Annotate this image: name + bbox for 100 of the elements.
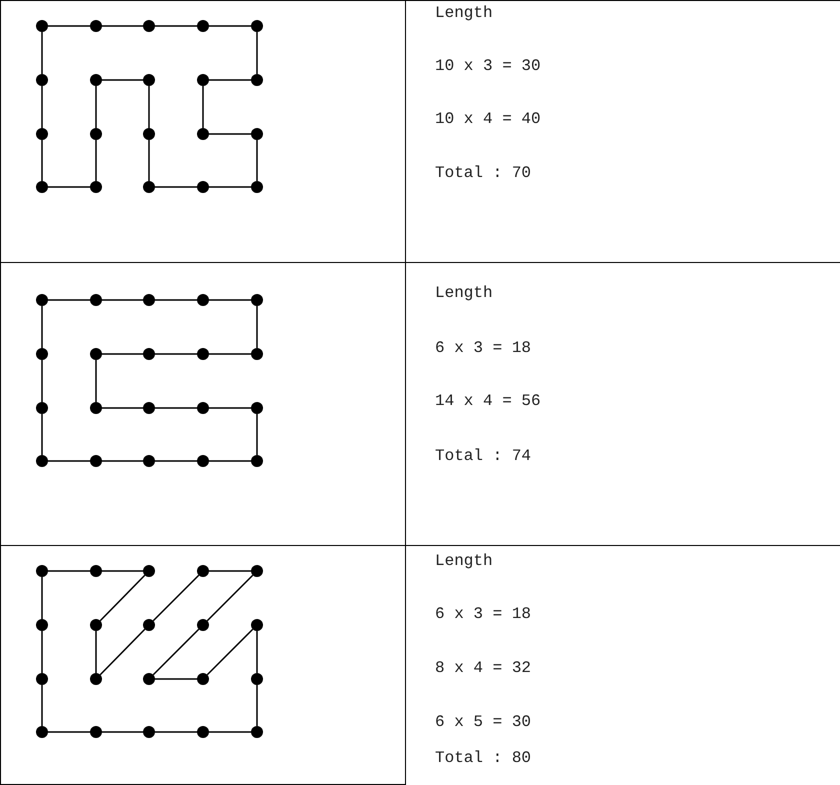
dot [251, 726, 263, 738]
dot [251, 128, 263, 140]
line-segment [95, 86, 97, 128]
line-segment [155, 25, 197, 27]
line-segment [256, 631, 258, 673]
line-segment [155, 353, 197, 355]
line-segment [209, 570, 251, 572]
line-segment [256, 32, 258, 74]
line-segment [102, 460, 143, 462]
line-segment [41, 32, 43, 74]
line-segment [202, 86, 204, 128]
line-segment [41, 685, 43, 726]
dot [143, 565, 155, 577]
line-segment [48, 460, 90, 462]
table-text: 6 x 3 = 18 [435, 339, 532, 357]
line-segment [206, 574, 254, 622]
dot [36, 128, 48, 140]
dot [36, 74, 48, 86]
dot [143, 402, 155, 414]
dot [36, 402, 48, 414]
dot [90, 348, 102, 360]
line-segment [155, 731, 197, 733]
dot [197, 673, 209, 685]
line-segment [209, 407, 251, 409]
dot [197, 20, 209, 32]
dot [143, 726, 155, 738]
line-segment [48, 570, 90, 572]
dot [197, 726, 209, 738]
table-text: 8 x 4 = 32 [435, 659, 532, 677]
line-segment [102, 25, 143, 27]
line-segment [155, 299, 197, 301]
line-segment [41, 86, 43, 128]
line-segment [209, 731, 251, 733]
dot [251, 673, 263, 685]
line-segment [155, 186, 197, 188]
table-text: 14 x 4 = 56 [435, 392, 541, 410]
dot [197, 455, 209, 467]
line-segment [41, 360, 43, 402]
line-segment [209, 460, 251, 462]
dot [36, 455, 48, 467]
dot [90, 20, 102, 32]
dot [143, 294, 155, 306]
line-segment [209, 25, 251, 27]
line-segment [206, 628, 254, 676]
line-segment [152, 574, 200, 622]
line-segment [95, 360, 97, 402]
table-text: Total : 80 [435, 749, 532, 767]
line-segment [148, 140, 150, 181]
dot [197, 294, 209, 306]
dot [197, 565, 209, 577]
dot [90, 726, 102, 738]
line-segment [209, 79, 251, 81]
dot [143, 673, 155, 685]
table-text: 6 x 3 = 18 [435, 605, 532, 623]
line-segment [41, 577, 43, 619]
line-segment [155, 460, 197, 462]
line-segment [148, 86, 150, 128]
dot [90, 74, 102, 86]
table-text: 6 x 5 = 30 [435, 713, 532, 731]
line-segment [155, 407, 197, 409]
dot [36, 348, 48, 360]
line-segment [102, 79, 143, 81]
line-segment [209, 133, 251, 135]
dot [90, 673, 102, 685]
line-segment [48, 731, 90, 733]
dot [251, 20, 263, 32]
dot [251, 455, 263, 467]
table-text: Length [435, 4, 493, 22]
line-segment [48, 25, 90, 27]
dot [251, 181, 263, 193]
table-text: Total : 70 [435, 164, 532, 182]
dot [143, 128, 155, 140]
line-segment [100, 628, 146, 676]
table-text: Length [435, 552, 493, 570]
dot [143, 181, 155, 193]
line-segment [41, 140, 43, 181]
dot [197, 181, 209, 193]
line-segment [155, 678, 197, 680]
line-segment [152, 628, 200, 676]
line-segment [256, 414, 258, 455]
dot [90, 128, 102, 140]
dot [143, 20, 155, 32]
line-segment [102, 731, 143, 733]
line-segment [95, 631, 97, 673]
dot [251, 402, 263, 414]
dot [251, 619, 263, 631]
line-segment [41, 414, 43, 455]
dot [197, 128, 209, 140]
table-text: 10 x 4 = 40 [435, 110, 541, 128]
line-segment [48, 186, 90, 188]
dot [197, 402, 209, 414]
dot [143, 619, 155, 631]
line-segment [256, 140, 258, 181]
line-segment [48, 299, 90, 301]
dot [90, 181, 102, 193]
dot [36, 565, 48, 577]
dot [36, 20, 48, 32]
line-segment [256, 685, 258, 726]
line-segment [256, 306, 258, 348]
line-segment [100, 574, 146, 622]
